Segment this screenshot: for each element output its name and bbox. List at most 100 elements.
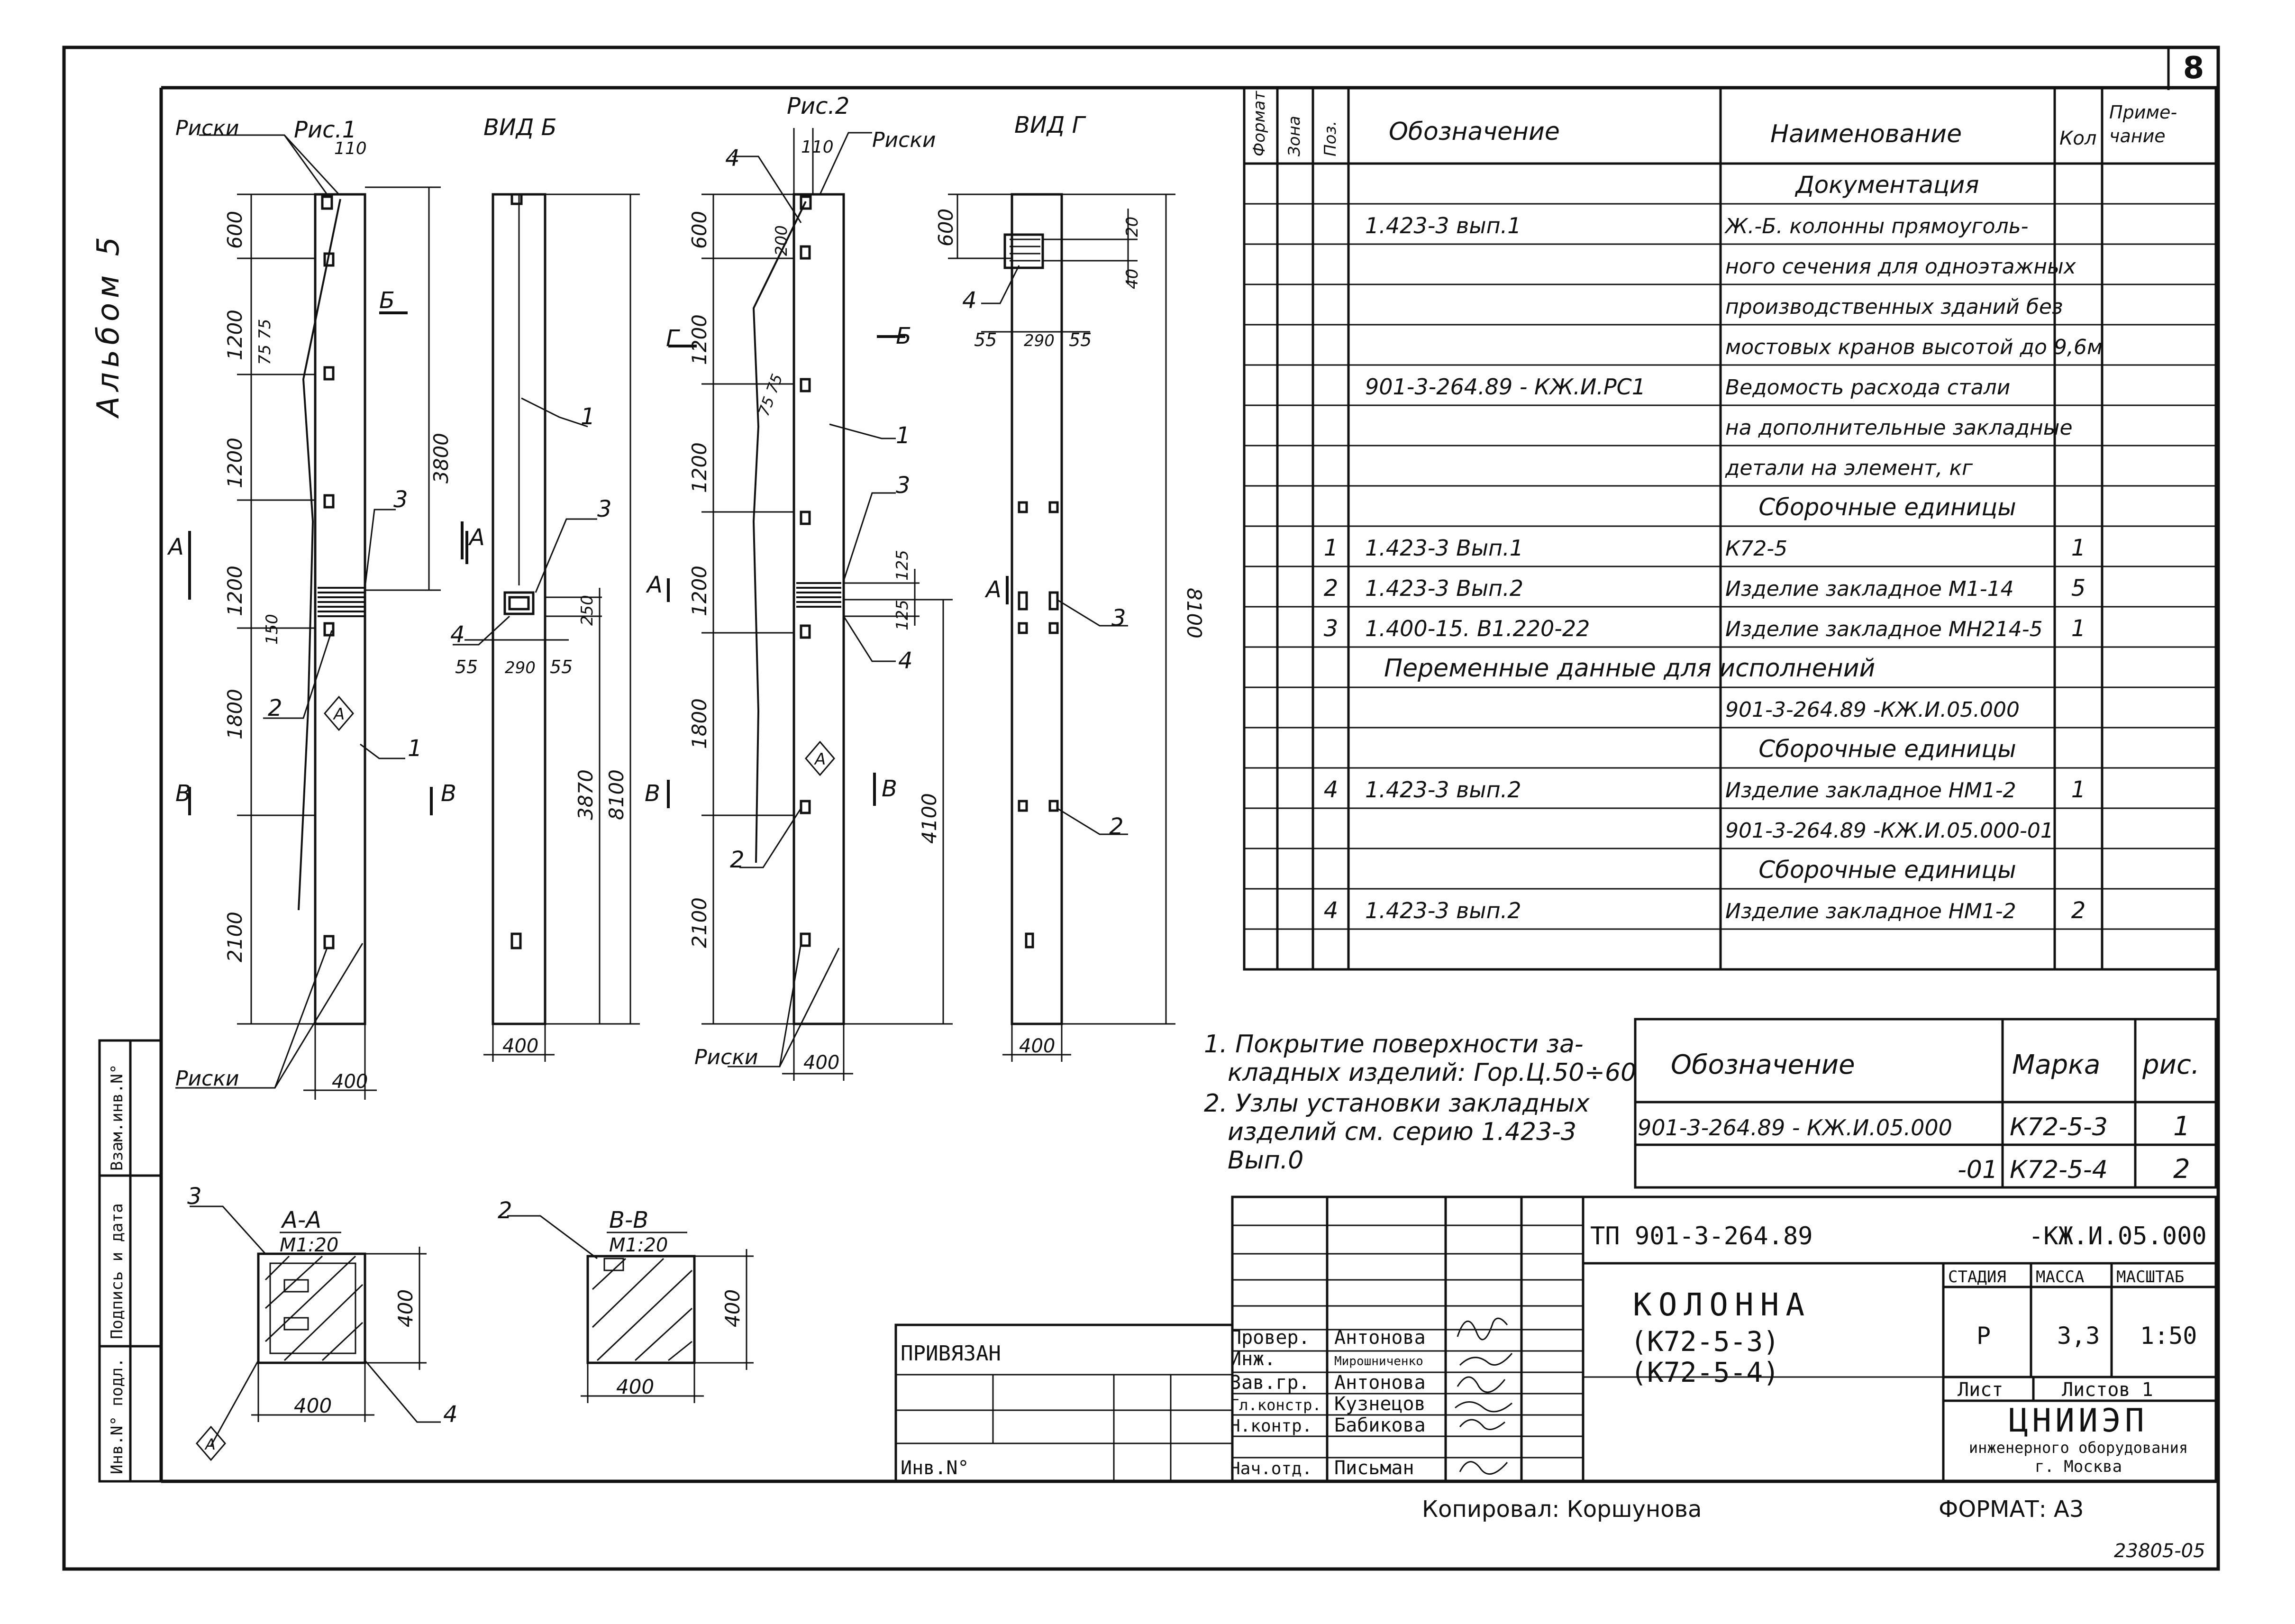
section-vv-dim-h: 400 <box>721 1289 744 1327</box>
section-aa-mark-a: А <box>204 1435 216 1453</box>
view-b-dim-400: 400 <box>502 1035 538 1057</box>
title-role-4: Гл.констр. <box>1230 1396 1321 1414</box>
spec-row-designation: 1.423-3 вып.2 <box>1365 777 1521 803</box>
fig1-section-b: Б <box>379 287 395 314</box>
section-aa-dim-h: 400 <box>394 1289 417 1327</box>
fig1-callout-1: 1 <box>408 735 422 762</box>
title-scale-label: МАСШТАБ <box>2116 1268 2184 1286</box>
view-g-callout-3: 3 <box>1111 605 1126 631</box>
spec-row-pos: 4 <box>1324 776 1339 803</box>
spec-row-designation: Переменные данные для исполнений <box>1384 654 1875 683</box>
fig2-dim-75-75: 75 75 <box>755 372 786 419</box>
spec-row-name: Изделие закладное МН214-5 <box>1725 617 2043 641</box>
view-g-callout-2: 2 <box>1109 813 1124 840</box>
view-b-callout-1: 1 <box>581 403 595 430</box>
title-role-2: Инж. <box>1230 1348 1275 1370</box>
fig1-dim-1200a: 1200 <box>223 310 246 360</box>
fig1-dim-75-75: 75 75 <box>255 319 274 365</box>
format-label: ФОРМАТ: А3 <box>1939 1496 2084 1523</box>
title-stage-label: СТАДИЯ <box>1948 1268 2006 1286</box>
variants-header-designation: Обозначение <box>1671 1049 1855 1080</box>
fig2-riski-top: Риски <box>872 128 936 152</box>
side-replace-inv: Взам.инв.N° <box>108 1064 127 1171</box>
fig2-dim-1200a: 1200 <box>688 314 711 365</box>
spec-row-qty: 2 <box>2071 897 2086 924</box>
stamp-number: 23805-05 <box>2114 1540 2205 1562</box>
view-g-dim-20: 20 <box>1123 217 1142 237</box>
spec-header-note-1: Приме- <box>2109 102 2177 123</box>
title-name-5: Бабикова <box>1334 1414 1426 1436</box>
spec-row-name: Сборочные единицы <box>1758 856 2016 884</box>
spec-row-name: ного сечения для одноэтажных <box>1725 255 2076 279</box>
view-g-title: ВИД Г <box>1014 112 1086 138</box>
fig2-dim-1200b: 1200 <box>688 442 711 493</box>
view-b-section-a: А <box>468 524 485 551</box>
fig2-callout-1: 1 <box>896 422 911 449</box>
view-b-dim-55a: 55 <box>455 657 478 677</box>
view-b-callout-4: 4 <box>450 621 465 648</box>
spec-row-qty: 1 <box>2071 776 2086 803</box>
spec-row-name: Ведомость расхода стали <box>1725 375 2010 400</box>
fig2-dim-110: 110 <box>801 137 834 157</box>
title-sheet-label: Лист <box>1958 1379 2003 1401</box>
view-g-callout-4: 4 <box>962 287 977 314</box>
view-b-title: ВИД Б <box>483 114 557 141</box>
section-vv-drawing <box>507 1215 754 1403</box>
side-sign-date: Подпись и дата <box>108 1203 127 1339</box>
view-b-drawing <box>453 193 640 1062</box>
fig2-drawing <box>667 128 953 1081</box>
fig1-section-a: А <box>167 534 184 560</box>
view-g-section-a: А <box>984 576 1002 603</box>
section-vv-dim-w: 400 <box>616 1375 654 1398</box>
fig1-title: Рис.1 <box>294 117 356 143</box>
fig2-section-v-right: В <box>882 776 897 802</box>
fig1-mark-a: А <box>333 705 345 724</box>
side-inv-orig: Инв.N° подл. <box>108 1358 127 1474</box>
spec-header-pos: Поз. <box>1321 121 1340 156</box>
section-aa-callout-4: 4 <box>443 1401 458 1428</box>
fig1-dim-2100: 2100 <box>223 912 246 962</box>
section-aa-callout-3: 3 <box>187 1183 202 1210</box>
side-stamp <box>98 1039 163 1483</box>
title-object: КОЛОННА <box>1633 1286 1811 1323</box>
note-line-3: 2. Узлы установки закладных <box>1204 1089 1590 1118</box>
fig2-dim-125b: 125 <box>893 600 912 630</box>
view-g-drawing <box>948 193 1175 1062</box>
spec-row-name: Изделие закладное М1-14 <box>1725 577 2014 601</box>
fig1-riski-bottom: Риски <box>175 1067 239 1091</box>
copied-by: Копировал: Коршунова <box>1422 1496 1702 1523</box>
note-line-4: изделий см. серию 1.423-3 <box>1228 1118 1576 1146</box>
title-name-2: Мирошниченко <box>1334 1354 1423 1369</box>
variants-header-mark: Марка <box>2012 1049 2100 1080</box>
fig1-dim-600: 600 <box>223 211 246 249</box>
spec-row-qty: 5 <box>2071 575 2086 602</box>
view-g-dim-8100: 8100 <box>1183 588 1206 639</box>
title-stage: Р <box>1976 1322 1991 1350</box>
note-line-2: кладных изделий: Гор.Ц.50÷60 <box>1228 1058 1636 1087</box>
fig2-callout-4: 4 <box>898 648 913 674</box>
spec-header-format: Формат <box>1250 91 1269 156</box>
view-g-dim-600: 600 <box>934 209 957 246</box>
view-g-dim-290: 290 <box>1024 331 1055 350</box>
section-aa-scale: М1:20 <box>280 1234 338 1256</box>
fig1-dim-1200b: 1200 <box>223 438 246 488</box>
title-block-grid <box>894 1195 2217 1483</box>
spec-row-qty: 1 <box>2071 615 2086 642</box>
spec-header-note-2: чание <box>2109 126 2166 146</box>
fig2-mark-a: А <box>814 750 826 769</box>
album-label: Альбом 5 <box>91 232 126 419</box>
spec-row-designation: 1.423-3 Вып.1 <box>1365 535 1523 561</box>
section-vv-callout-2: 2 <box>498 1197 512 1224</box>
sheet-number: 8 <box>2183 51 2204 86</box>
spec-row-name: на дополнительные закладные <box>1725 416 2073 440</box>
note-line-1: 1. Покрытие поверхности за- <box>1204 1030 1584 1058</box>
title-name-6: Письман <box>1334 1457 1414 1479</box>
spec-table-grid <box>1243 86 2217 971</box>
title-code-suffix: -КЖ.И.05.000 <box>2029 1222 2207 1250</box>
spec-header-zone: Зона <box>1285 116 1304 156</box>
title-name-3: Антонова <box>1334 1372 1426 1394</box>
fig2-callout-4-top: 4 <box>725 145 740 172</box>
variants-row1-des: 901-3-264.89 - КЖ.И.05.000 <box>1638 1115 1952 1140</box>
spec-row-name: детали на элемент, кг <box>1725 456 1973 480</box>
